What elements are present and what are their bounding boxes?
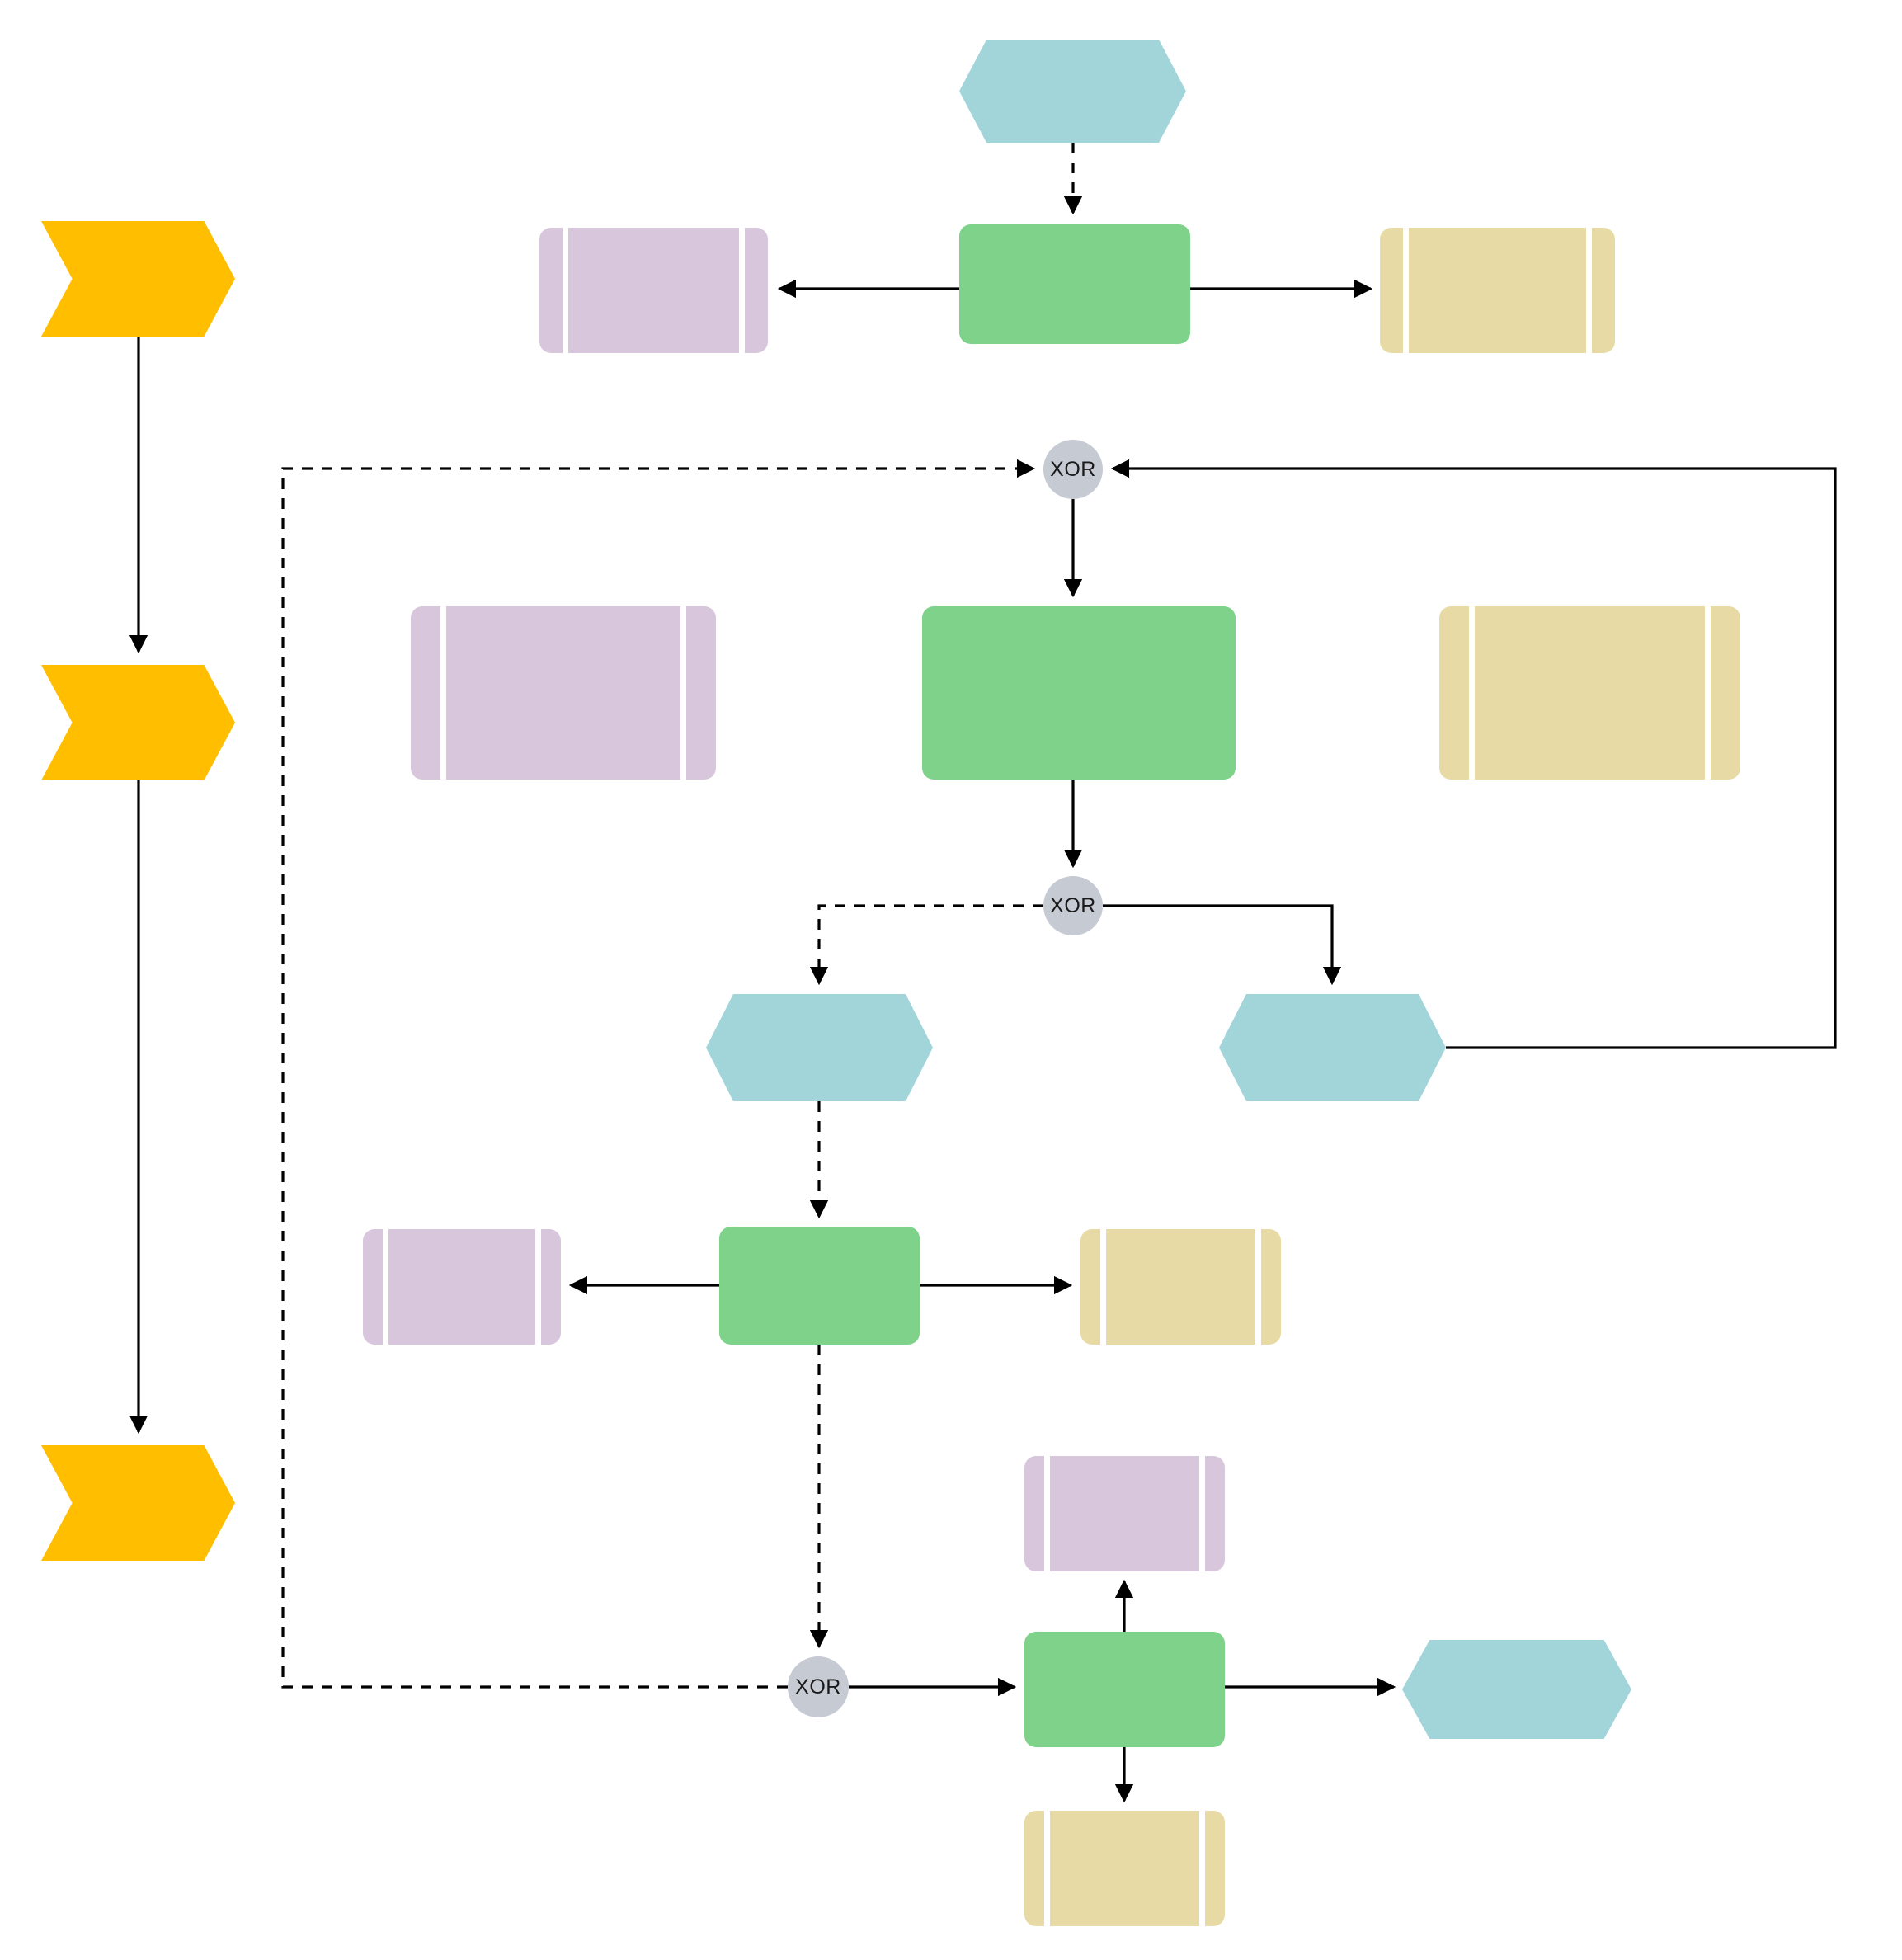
task-row3[interactable] xyxy=(719,1227,920,1345)
store-divider xyxy=(739,228,745,353)
store-divider xyxy=(1705,606,1711,780)
edge-eventright-gateway1 xyxy=(1110,459,1837,1049)
store-divider xyxy=(1044,1456,1050,1571)
xor-gateway-3[interactable]: XOR xyxy=(788,1656,849,1717)
chevron-step-3[interactable] xyxy=(41,1445,235,1561)
data-store-mid-left[interactable] xyxy=(411,606,716,780)
data-store-top-left[interactable] xyxy=(539,228,768,353)
store-divider xyxy=(1100,1229,1106,1345)
store-divider xyxy=(1255,1229,1261,1345)
store-divider xyxy=(440,606,446,780)
store-divider xyxy=(1586,228,1592,353)
data-store-top-right[interactable] xyxy=(1380,228,1615,353)
data-store-bottom-lower[interactable] xyxy=(1024,1811,1225,1926)
xor-gateway-1[interactable]: XOR xyxy=(1043,440,1103,499)
xor-gateway-3-label: XOR xyxy=(795,1675,841,1699)
event-branch-right[interactable] xyxy=(1219,994,1446,1101)
event-top[interactable] xyxy=(959,40,1186,143)
xor-gateway-2[interactable]: XOR xyxy=(1043,876,1103,935)
edge-loopback-gateway1 xyxy=(281,459,1036,1689)
task-mid[interactable] xyxy=(922,606,1236,780)
edge-gateway2-eventleft xyxy=(809,904,1043,986)
event-bottom[interactable] xyxy=(1402,1640,1631,1739)
edge-gateway2-eventright xyxy=(1103,904,1342,986)
data-store-row3-right[interactable] xyxy=(1080,1229,1281,1345)
xor-gateway-2-label: XOR xyxy=(1050,893,1096,917)
store-divider xyxy=(1199,1456,1205,1571)
store-divider xyxy=(1199,1811,1205,1926)
xor-gateway-1-label: XOR xyxy=(1050,457,1096,481)
store-divider xyxy=(1044,1811,1050,1926)
event-branch-left[interactable] xyxy=(706,994,933,1101)
task-top[interactable] xyxy=(959,224,1190,344)
task-bottom[interactable] xyxy=(1024,1632,1225,1747)
store-divider xyxy=(1403,228,1409,353)
store-divider xyxy=(1469,606,1475,780)
store-divider xyxy=(563,228,568,353)
store-divider xyxy=(680,606,686,780)
chevron-step-1[interactable] xyxy=(41,221,235,337)
chevron-step-2[interactable] xyxy=(41,665,235,780)
data-store-mid-right[interactable] xyxy=(1439,606,1740,780)
data-store-bottom-upper[interactable] xyxy=(1024,1456,1225,1571)
store-divider xyxy=(383,1229,388,1345)
data-store-row3-left[interactable] xyxy=(363,1229,561,1345)
store-divider xyxy=(535,1229,541,1345)
